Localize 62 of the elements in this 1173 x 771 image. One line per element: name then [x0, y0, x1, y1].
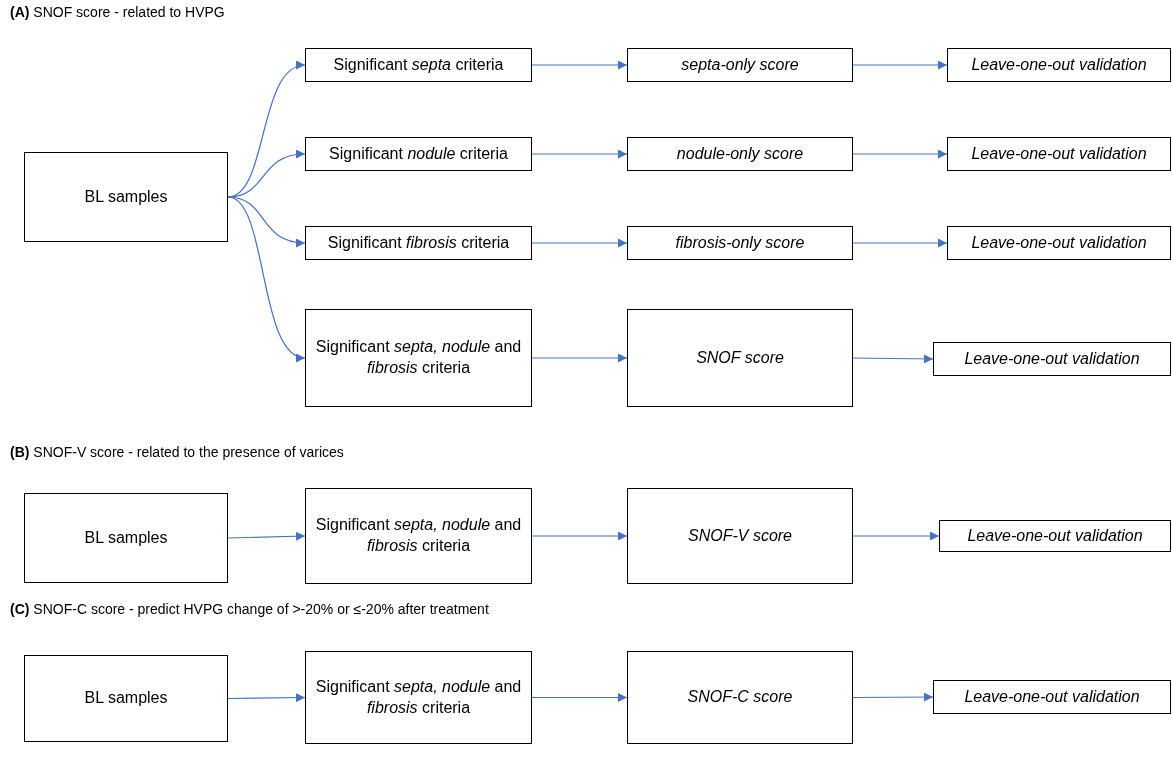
arrow	[531, 149, 628, 159]
process-box	[305, 137, 532, 171]
node-text: Significant septa, nodule and fibrosis criteria	[314, 337, 523, 378]
arrow	[227, 196, 306, 247]
process-box	[305, 226, 532, 260]
panel-heading: (B) SNOF-V score - related to the presence of varices	[10, 444, 344, 460]
panel-heading: (A) SNOF score - related to HVPG	[10, 4, 225, 20]
process-box	[627, 226, 853, 260]
arrow	[852, 238, 948, 248]
arrow	[852, 531, 940, 541]
process-box	[305, 309, 532, 407]
node-text: Leave-one-out validation	[971, 143, 1147, 164]
arrow	[227, 693, 306, 703]
node-text: Significant nodule criteria	[329, 143, 508, 164]
process-box	[947, 137, 1171, 171]
node-text: septa-only score	[681, 54, 799, 75]
arrow	[531, 531, 628, 541]
arrow	[852, 149, 948, 159]
arrow	[852, 692, 934, 702]
node-text: BL samples	[84, 688, 168, 709]
arrow	[531, 693, 628, 702]
process-box	[627, 137, 853, 171]
arrow	[852, 354, 934, 364]
node-text: Leave-one-out validation	[964, 348, 1140, 369]
node-text: SNOF-V score	[688, 525, 792, 546]
node-text: Leave-one-out validation	[964, 686, 1140, 707]
node-text: Significant septa criteria	[333, 54, 504, 75]
process-box	[933, 342, 1171, 376]
process-box	[305, 488, 532, 584]
process-box	[947, 226, 1171, 260]
process-box	[939, 520, 1171, 552]
process-box	[627, 48, 853, 82]
node-text: Leave-one-out validation	[971, 54, 1147, 75]
arrow	[227, 150, 306, 198]
process-box	[627, 651, 853, 744]
node-text: Significant septa, nodule and fibrosis criteria	[314, 676, 523, 718]
process-box	[24, 493, 228, 583]
node-text: Significant fibrosis criteria	[327, 232, 510, 253]
process-box	[24, 655, 228, 742]
arrow	[852, 60, 948, 70]
arrow	[531, 60, 628, 70]
node-text: SNOF-C score	[687, 687, 793, 708]
node-text: BL samples	[84, 186, 168, 207]
node-text: fibrosis-only score	[675, 232, 805, 253]
panel-heading: (C) SNOF-C score - predict HVPG change of >-20% or ≤-20% after treatment	[10, 601, 489, 617]
node-text: nodule-only score	[676, 143, 804, 164]
node-text: Leave-one-out validation	[971, 232, 1147, 253]
arrow	[531, 353, 628, 363]
node-text: Significant septa, nodule and fibrosis criteria	[314, 515, 523, 556]
arrow	[227, 196, 306, 360]
process-box	[933, 680, 1171, 714]
process-box	[24, 152, 228, 242]
process-box	[305, 48, 532, 82]
process-box	[627, 488, 853, 584]
node-text: Leave-one-out validation	[967, 525, 1143, 546]
process-box	[947, 48, 1171, 82]
arrow	[531, 238, 628, 248]
node-text: BL samples	[84, 527, 168, 548]
node-text: SNOF score	[696, 347, 784, 368]
process-box	[305, 651, 532, 744]
process-box	[627, 309, 853, 407]
arrow	[227, 531, 306, 541]
